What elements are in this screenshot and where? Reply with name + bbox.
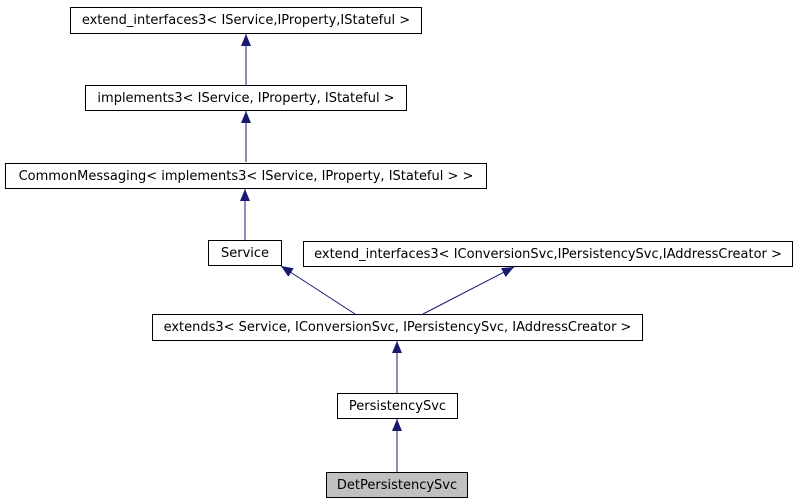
node-implements3[interactable]: implements3< IService, IProperty, IState…: [85, 85, 407, 111]
edge-extends3-to-service: [280, 265, 356, 315]
edge-extends3-to-extend-interfaces3: [422, 266, 515, 315]
node-commonmessaging[interactable]: CommonMessaging< implements3< IService, …: [5, 163, 487, 189]
node-extends3[interactable]: extends3< Service, IConversionSvc, IPers…: [152, 314, 643, 341]
node-persistencysvc[interactable]: PersistencySvc: [337, 393, 458, 419]
node-service[interactable]: Service: [208, 240, 282, 266]
node-detpersistencysvc: DetPersistencySvc: [326, 472, 468, 498]
node-extend-interfaces3-iconversionsvc[interactable]: extend_interfaces3< IConversionSvc,IPers…: [303, 241, 793, 267]
node-extend-interfaces3-iservice[interactable]: extend_interfaces3< IService,IProperty,I…: [70, 7, 422, 34]
